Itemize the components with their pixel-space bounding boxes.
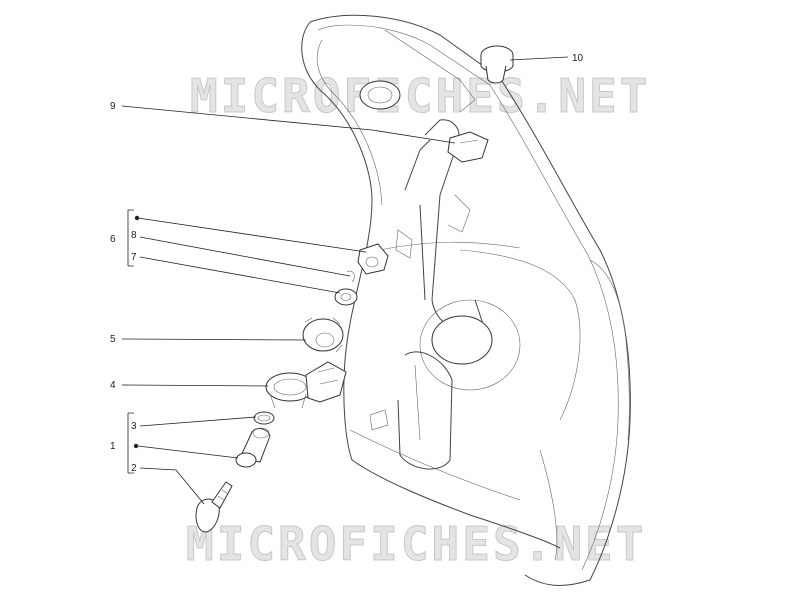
part-7-washer: [334, 288, 358, 306]
callout-1: 1: [110, 441, 116, 452]
callout-5: 5: [110, 334, 116, 345]
part-1-lock-barrel: [235, 427, 271, 468]
callout-10: 10: [572, 53, 584, 64]
part-2-key: [195, 481, 233, 533]
bullet-1: [133, 443, 139, 449]
callout-numbers: 10 9 6 8 7 5 4 3 1 2: [110, 53, 584, 474]
part-5-ring-nut: [302, 317, 344, 353]
leg-shield-body: [301, 14, 631, 586]
part-9-latch: [447, 131, 489, 163]
callout-2: 2: [131, 463, 137, 474]
callout-7: 7: [131, 252, 137, 263]
watermark-bottom: MICROFICHES.NET: [186, 517, 646, 571]
watermark-top: MICROFICHES.NET: [190, 69, 650, 123]
callout-3: 3: [131, 421, 137, 432]
part-6-lock-body: [357, 243, 389, 275]
callout-8: 8: [131, 230, 137, 241]
leader-lines: [121, 56, 569, 505]
part-4-lock-housing: [265, 361, 347, 409]
steering-column: [359, 29, 521, 470]
part-8-spring: [346, 270, 355, 283]
part-3-o-ring: [253, 411, 275, 425]
callout-9: 9: [110, 101, 116, 112]
callout-4: 4: [110, 380, 116, 391]
callout-6: 6: [110, 234, 116, 245]
bullet-6: [134, 215, 140, 221]
part-10-cap: [480, 45, 514, 84]
